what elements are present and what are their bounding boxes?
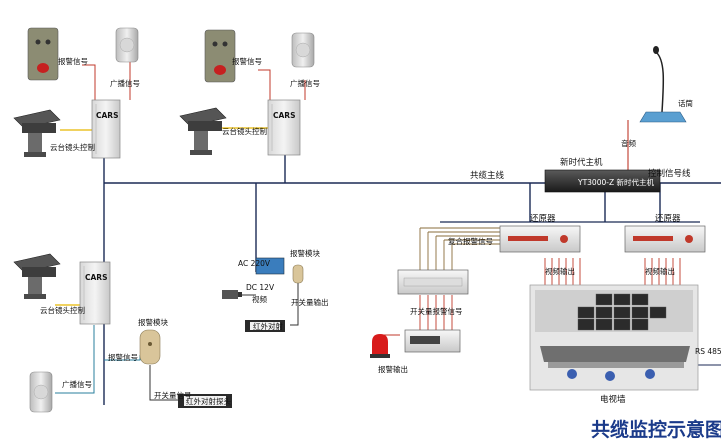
label-host: 新时代主机	[560, 157, 603, 168]
label-alarm-signal-2: 报警信号	[232, 56, 262, 66]
microphone	[639, 46, 687, 123]
label-video-output-1: 视频输出	[545, 266, 575, 276]
speaker-1	[115, 27, 139, 63]
alarm-splitter	[397, 269, 469, 295]
restorer-unit-1	[499, 225, 581, 253]
control-cabinet-2	[267, 99, 301, 156]
ptz-camera-2	[179, 107, 227, 155]
label-switch-output: 开关量输出	[291, 297, 329, 307]
label-restorer-1: 还原器	[530, 213, 556, 224]
label-broadcast-signal-1: 广播信号	[110, 78, 140, 88]
speaker-3	[29, 371, 53, 413]
label-audio: 音频	[621, 138, 636, 148]
power-converter	[255, 257, 285, 275]
label-broadcast-signal-3: 广播信号	[62, 379, 92, 389]
tv-wall	[529, 284, 699, 391]
alarm-module-2	[292, 264, 304, 284]
label-ptz-control-2: 云台镜头控制	[222, 126, 267, 136]
cabinet-brand-1: CARS	[96, 111, 119, 120]
label-alarm-module-2: 报警模块	[290, 248, 320, 258]
ir-detector-probe-1	[178, 394, 232, 408]
label-ir-detector: 红外对射	[253, 321, 283, 331]
label-ptz-control-1: 云台镜头控制	[50, 142, 95, 152]
label-alarm-module-1: 报警模块	[138, 317, 168, 327]
host-unit: YT3000-Z 新时代主机	[544, 169, 661, 193]
restorer-unit-2	[624, 225, 706, 253]
label-broadcast-signal-2: 广播信号	[290, 78, 320, 88]
label-video: 视频	[252, 294, 267, 304]
label-ac-220v: AC 220V	[238, 259, 271, 268]
label-tv-wall: 电视墙	[600, 394, 626, 405]
alarm-output-box	[404, 329, 461, 353]
ir-detector-1	[245, 320, 285, 332]
ptz-camera-3	[13, 253, 61, 299]
host-panel-text: YT3000-Z 新时代主机	[577, 177, 654, 187]
label-ir-detector-probe: 红外对射探头	[186, 396, 231, 406]
label-alarm-output: 报警输出	[378, 364, 408, 374]
cabinet-brand-3: CARS	[85, 273, 108, 282]
label-alarm-signal-3: 报警信号	[108, 352, 138, 362]
control-cabinet-1	[91, 99, 121, 159]
label-alarm-signal-1: 报警信号	[58, 56, 88, 66]
speaker-2	[291, 32, 315, 68]
label-mic: 话筒	[678, 98, 693, 108]
label-switch-alarm: 开关量报警信号	[410, 306, 463, 316]
alarm-module-1	[139, 329, 161, 365]
label-rs485: RS 485	[695, 347, 721, 356]
alarm-call-box-1	[27, 27, 59, 81]
control-cabinet-3	[79, 261, 111, 325]
camera-small	[222, 290, 242, 299]
cabinet-brand-2: CARS	[273, 111, 296, 120]
label-control-line: 控制信号线	[648, 168, 691, 179]
ptz-camera-1	[13, 109, 61, 157]
label-switch-signal-1: 开关量信号	[154, 390, 192, 400]
label-dc-12v: DC 12V	[246, 283, 275, 292]
label-ptz-control-3: 云台镜头控制	[40, 305, 85, 315]
label-restorer-2: 还原器	[655, 213, 681, 224]
alarm-call-box-2	[204, 29, 236, 83]
diagram-title: 共缆监控示意图	[591, 418, 721, 440]
label-trunk-line: 共缆主线	[470, 170, 505, 181]
alarm-light-icon	[370, 334, 390, 358]
label-composite-alarm: 复合报警信号	[448, 236, 493, 246]
label-video-output-2: 视频输出	[645, 266, 675, 276]
